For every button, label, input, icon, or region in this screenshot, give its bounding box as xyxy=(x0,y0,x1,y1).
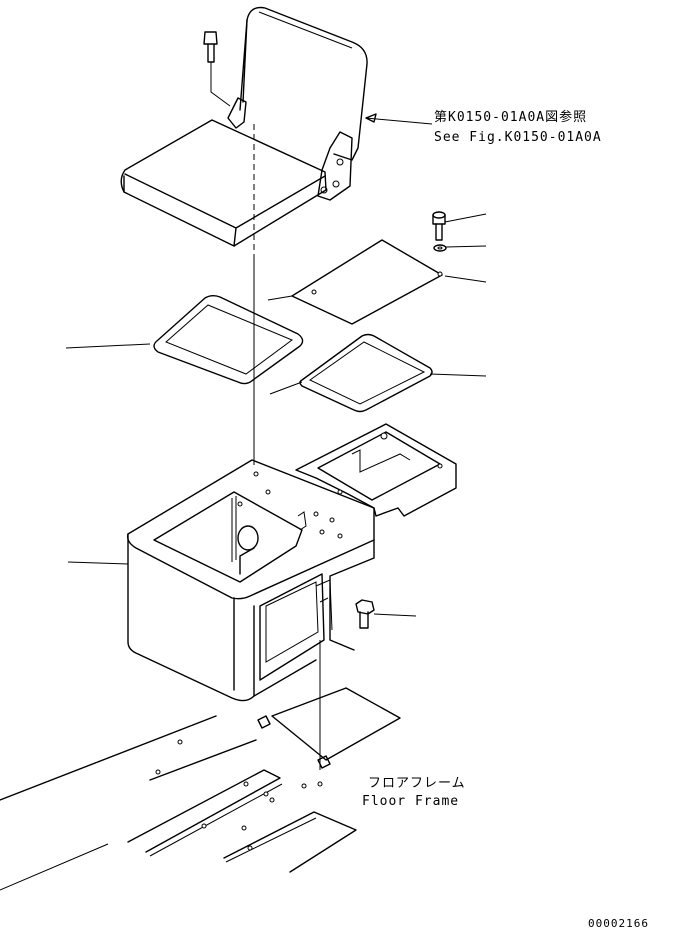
insulation-mat xyxy=(269,333,487,413)
cover-plate xyxy=(267,239,487,325)
seat-ref-japanese: 第K0150-01A0A図参照 xyxy=(434,110,588,125)
drawing-number: 00002166 xyxy=(588,917,649,930)
seat-mount-bolt-icon xyxy=(203,31,218,63)
hinge-bolt xyxy=(332,180,340,188)
floor-frame-japanese: フロアフレーム xyxy=(368,776,466,791)
gasket-frame xyxy=(65,295,304,385)
hinge-bolt xyxy=(336,158,344,166)
seat-cushion xyxy=(120,119,327,247)
seat-assembly xyxy=(120,6,368,247)
seat-ref-english: See Fig.K0150-01A0A xyxy=(434,130,602,145)
seat-hinge-left xyxy=(227,97,247,129)
stand-bolt-icon xyxy=(355,599,417,629)
seat-ref-leader xyxy=(365,117,433,125)
rear-bracket xyxy=(295,423,457,517)
washer-icon xyxy=(433,244,487,252)
floor-frame-english: Floor Frame xyxy=(362,794,460,809)
floor-frame xyxy=(0,687,401,891)
seat-hinge-right xyxy=(317,131,353,201)
seat-stand xyxy=(67,459,375,702)
seat-backrest xyxy=(239,6,368,161)
cover-bolt-icon xyxy=(432,211,487,241)
